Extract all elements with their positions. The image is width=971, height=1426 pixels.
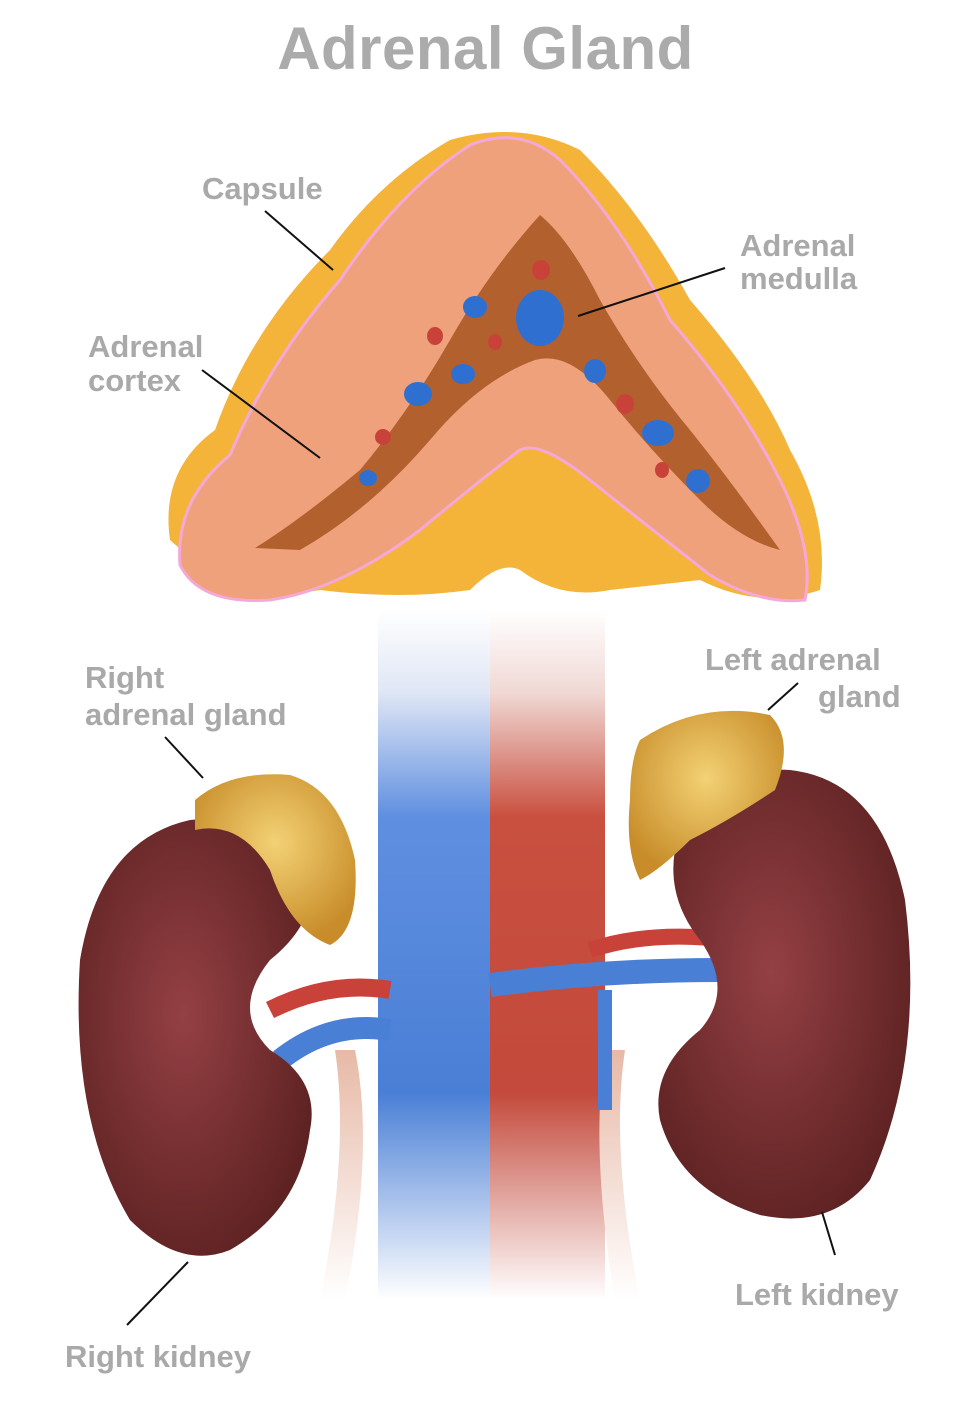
vessel-artery [375, 429, 391, 445]
vessel-vein [463, 296, 487, 318]
label-right-kidney: Right kidney [65, 1339, 252, 1374]
label-adrenal-medulla-line1: Adrenal [740, 228, 856, 263]
right-renal-artery [265, 978, 392, 1019]
vessel-vein [451, 364, 475, 384]
right-kidney [78, 818, 312, 1256]
right-ureter [320, 1050, 363, 1300]
label-left-adrenal-line2: gland [818, 679, 901, 714]
diagram-title: Adrenal Gland [277, 15, 694, 82]
vessel-vein [516, 290, 564, 346]
left-ureter [599, 1050, 640, 1300]
vessel-vein [404, 382, 432, 406]
label-adrenal-medulla-line2: medulla [740, 261, 858, 296]
label-adrenal-cortex-line1: Adrenal [88, 329, 204, 364]
adrenal-medulla [255, 215, 780, 550]
vessel-artery [427, 327, 443, 345]
inferior-vena-cava [378, 610, 493, 1300]
label-left-adrenal-line1: Left adrenal [705, 642, 881, 677]
vessel-artery [655, 462, 669, 478]
label-adrenal-cortex-line2: cortex [88, 363, 182, 398]
vessel-artery [616, 394, 634, 414]
label-capsule: Capsule [202, 171, 323, 206]
right-adrenal-gland [195, 774, 356, 945]
vessel-artery [532, 260, 550, 280]
vessel-vein [359, 470, 377, 486]
left-kidney [658, 769, 911, 1219]
vessel-artery [488, 334, 502, 350]
label-right-adrenal-line2: adrenal gland [85, 697, 287, 732]
vessel-vein [584, 359, 606, 383]
vessel-vein [686, 469, 710, 493]
vessel-vein [642, 420, 674, 446]
left-adrenal-gland [628, 710, 784, 880]
adrenal-cross-section [168, 132, 822, 603]
label-right-adrenal-line1: Right [85, 660, 165, 695]
label-left-kidney: Left kidney [735, 1277, 899, 1312]
leader-lines [126, 210, 836, 1326]
right-renal-vein [273, 1017, 392, 1069]
aorta [490, 610, 605, 1300]
left-renal-vein [488, 958, 721, 997]
